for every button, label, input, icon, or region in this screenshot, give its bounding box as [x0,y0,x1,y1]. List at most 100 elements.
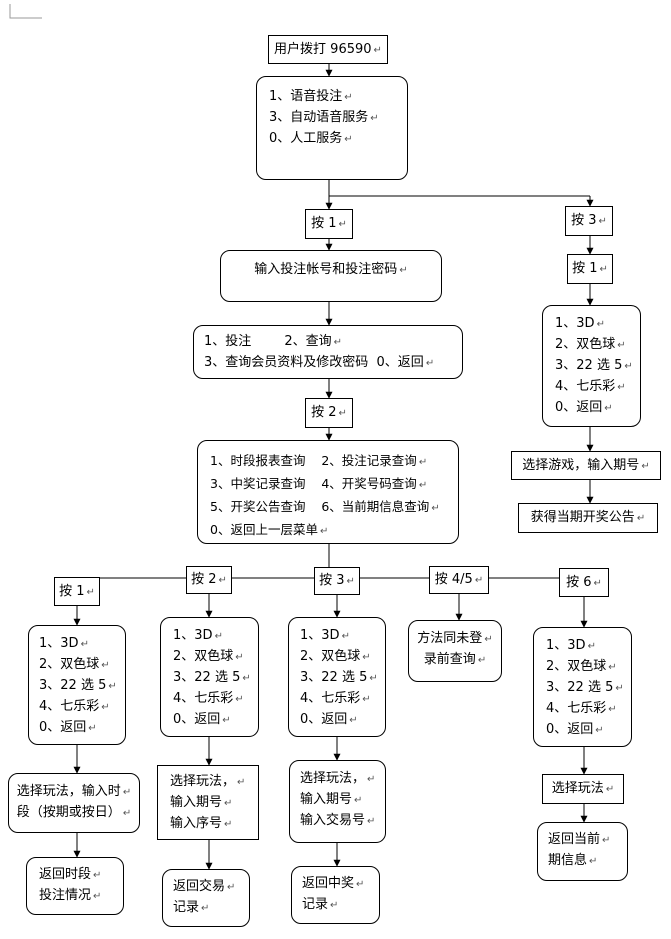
paragraph-mark: ↵ [608,704,617,715]
return-line: 记录↵ [302,897,339,912]
paragraph-mark: ↵ [80,639,89,650]
select-play-line: 选择玩法，↵ [170,774,246,789]
return-current-issue-node: 返回当前↵ 期信息↵ [537,822,628,881]
main-menu-line: 1、语音投注↵ [269,89,353,104]
paragraph-mark: ↵ [615,683,624,694]
logged-in-menu-node: 1、投注 2、查询↵ 3、查询会员资料及修改密码 0、返回↵ [193,325,463,379]
paragraph-mark: ↵ [330,900,339,911]
paragraph-mark: ↵ [608,662,617,673]
paragraph-mark: ↵ [636,513,646,524]
paragraph-mark: ↵ [242,673,251,684]
paragraph-mark: ↵ [484,634,493,645]
paragraph-mark: ↵ [101,702,110,713]
game-menu-line: 3、22 选 5↵ [555,358,633,373]
start-node-text: 用户拨打 96590↵ [274,42,382,57]
game-menu-line: 0、返回↵ [546,722,604,737]
login-node: 输入投注帐号和投注密码↵ [220,250,442,302]
select-play-line: 选择玩法，输入时↵ [16,784,132,799]
game-menu-line: 0、返回↵ [39,720,97,735]
return-line: 记录↵ [173,900,210,915]
login-text: 输入投注帐号和投注密码↵ [254,262,408,277]
return-period-bets-node: 返回时段↵ 投注情况↵ [26,857,124,915]
select-play-issue-txn-node: 选择玩法，↵ 输入期号↵ 输入交易号↵ [289,760,386,843]
paragraph-mark: ↵ [604,403,613,414]
paragraph-mark: ↵ [370,113,379,124]
select-play-period-node: 选择玩法，输入时↵ 段（按期或按日）↵ [8,773,140,833]
paragraph-mark: ↵ [224,798,233,809]
game-menu-line: 3、22 选 5↵ [39,678,117,693]
branch-press-1-text: 按 1↵ [59,584,95,599]
return-line: 返回中奖↵ [302,876,365,891]
paragraph-mark: ↵ [593,578,602,589]
paragraph-mark: ↵ [431,503,440,514]
paragraph-mark: ↵ [349,715,358,726]
paragraph-mark: ↵ [425,358,435,369]
paragraph-mark: ↵ [344,92,353,103]
game-menu-line: 4、七乐彩↵ [173,691,244,706]
paragraph-mark: ↵ [237,777,246,788]
return-line: 返回交易↵ [173,879,236,894]
game-menu-line: 0、返回↵ [173,712,231,727]
paragraph-mark: ↵ [88,723,97,734]
main-menu-node: 1、语音投注↵ 3、自动语音服务↵ 0、人工服务↵ [256,76,408,180]
paragraph-mark: ↵ [598,216,607,227]
paragraph-mark: ↵ [354,795,363,806]
logged-in-menu-line: 1、投注 2、查询↵ [204,334,342,349]
press-1-node: 按 1↵ [305,209,353,239]
press-1-text: 按 1↵ [311,216,347,231]
query-menu-node: 1、时段报表查询 2、投注记录查询↵ 3、中奖记录查询 4、开奖号码查询↵ 5、… [197,440,459,544]
paragraph-mark: ↵ [218,575,227,586]
same-as-query-line: 方法同未登↵ [417,631,493,646]
paragraph-mark: ↵ [399,265,408,276]
paragraph-mark: ↵ [602,835,611,846]
select-play-line: 选择玩法，↵ [300,771,376,786]
paragraph-mark: ↵ [367,774,376,785]
branch-press-4-5-text: 按 4/5↵ [434,572,484,587]
game-menu-3-node: 1、3D↵ 2、双色球↵ 3、22 选 5↵ 4、七乐彩↵ 0、返回↵ [288,617,386,737]
press-2-node: 按 2↵ [305,398,353,428]
select-play-6-node: 选择玩法↵ [542,774,624,804]
paragraph-mark: ↵ [362,694,371,705]
paragraph-mark: ↵ [235,694,244,705]
query-menu-line: 5、开奖公告查询 6、当前期信息查询↵ [210,499,440,514]
game-menu-2-node: 1、3D↵ 2、双色球↵ 3、22 选 5↵ 4、七乐彩↵ 0、返回↵ [160,617,259,737]
paragraph-mark: ↵ [122,808,132,819]
press-3-text: 按 3↵ [571,213,607,228]
paragraph-mark: ↵ [641,461,650,472]
select-play-line: 选择玩法↵ [551,781,615,796]
game-menu-line: 4、七乐彩↵ [555,379,626,394]
select-game-text: 选择游戏，输入期号↵ [522,458,650,473]
paragraph-mark: ↵ [338,219,347,230]
paragraph-mark: ↵ [224,819,233,830]
query-menu-line: 0、返回上一层菜单↵ [210,522,329,537]
get-notice-text: 获得当期开奖公告↵ [530,510,646,525]
select-play-line: 输入序号↵ [170,816,233,831]
game-menu-1-node: 1、3D↵ 2、双色球↵ 3、22 选 5↵ 4、七乐彩↵ 0、返回↵ [28,625,126,745]
game-menu-line: 1、3D↵ [39,636,89,651]
branch-press-3-text: 按 3↵ [319,573,355,588]
game-menu-line: 4、七乐彩↵ [546,701,617,716]
return-line: 期信息↵ [548,853,598,868]
return-line: 投注情况↵ [39,888,102,903]
return-wins-node: 返回中奖↵ 记录↵ [291,866,380,924]
paragraph-mark: ↵ [235,652,244,663]
paragraph-mark: ↵ [617,340,626,351]
query-menu-line: 1、时段报表查询 2、投注记录查询↵ [210,453,428,468]
paragraph-mark: ↵ [93,891,102,902]
branch-press-1-node: 按 1↵ [54,577,100,606]
select-game-node: 选择游戏，输入期号↵ [511,451,661,480]
paragraph-mark: ↵ [108,681,117,692]
game-menu-6-node: 1、3D↵ 2、双色球↵ 3、22 选 5↵ 4、七乐彩↵ 0、返回↵ [533,627,632,747]
paragraph-mark: ↵ [333,337,342,348]
game-menu-line: 4、七乐彩↵ [39,699,110,714]
paragraph-mark: ↵ [599,264,608,275]
paragraph-mark: ↵ [362,652,371,663]
game-menu-line: 0、返回↵ [555,400,613,415]
select-play-line: 输入交易号↵ [300,813,376,828]
paragraph-mark: ↵ [86,587,95,598]
paragraph-mark: ↵ [587,641,596,652]
game-menu-line: 3、22 选 5↵ [173,670,251,685]
paragraph-mark: ↵ [474,575,484,586]
press-3-then-1-node: 按 1↵ [567,254,613,284]
